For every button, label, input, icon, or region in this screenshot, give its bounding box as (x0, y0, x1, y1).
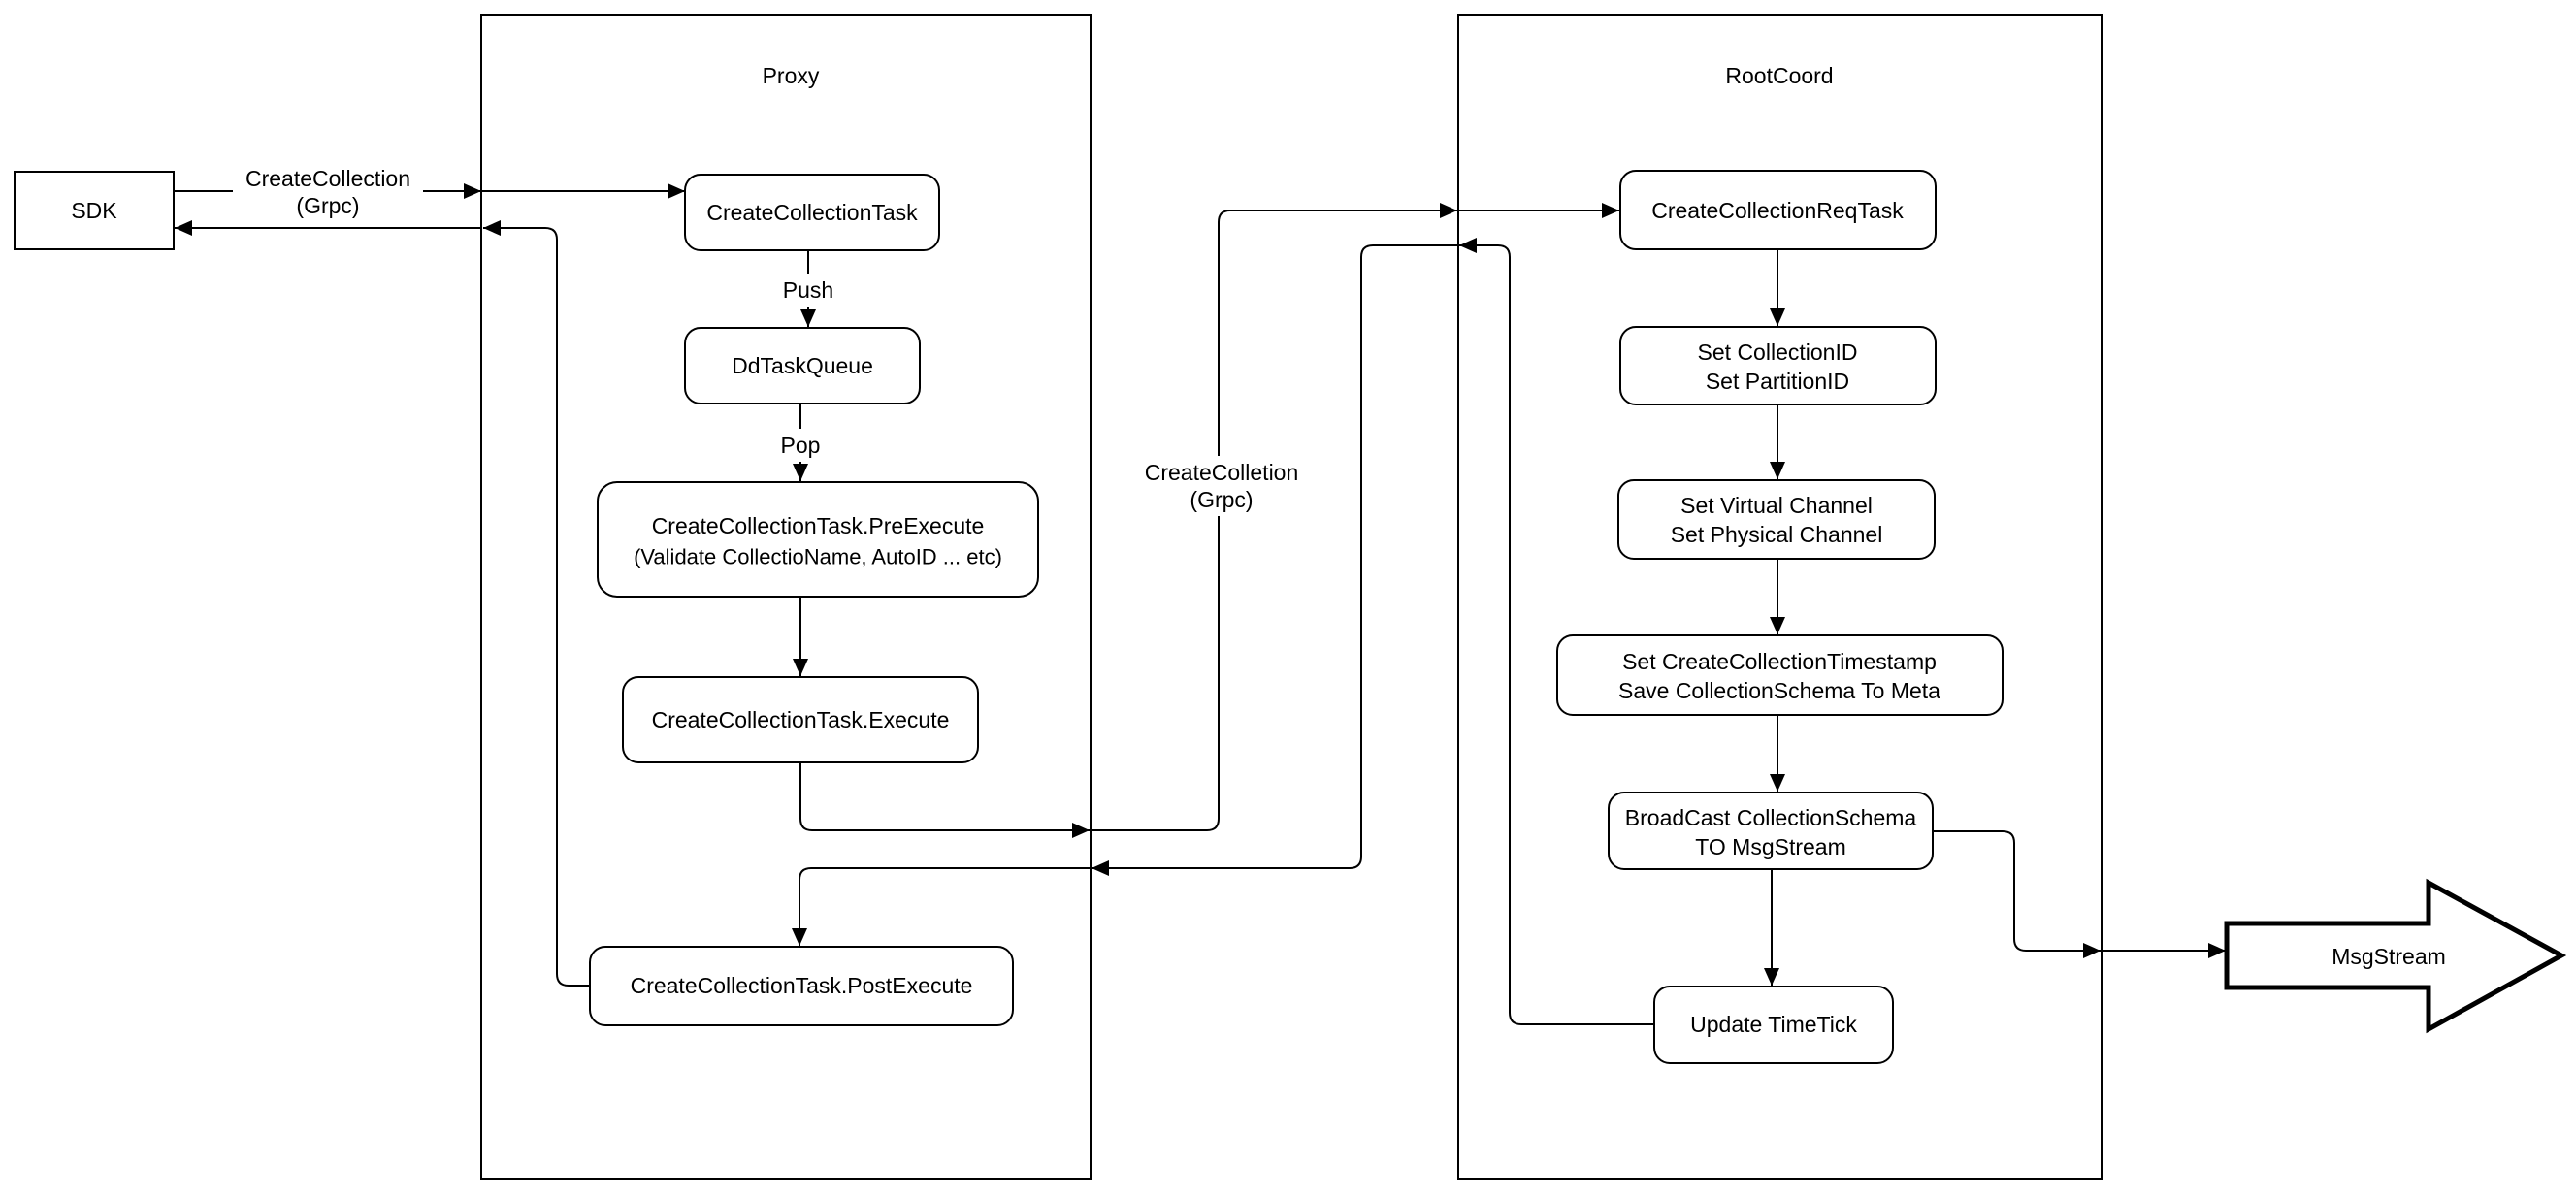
node-post-execute-label: CreateCollectionTask.PostExecute (631, 973, 973, 998)
node-sdk-label: SDK (71, 198, 117, 223)
node-update-timetick (1653, 986, 1894, 1064)
node-set-timestamp (1556, 634, 2004, 716)
node-sdk (14, 171, 175, 250)
edge-rootcoord-border-to-proxy-border (1092, 244, 1458, 876)
edge-proxy-border-to-post-execute (792, 867, 1091, 946)
node-set-channels-line2: Set Physical Channel (1671, 522, 1883, 547)
edge-update-timetick-to-rootcoord-border (1459, 238, 1654, 1025)
node-pre-execute (597, 481, 1039, 598)
msgstream-block-arrow (2224, 878, 2567, 1034)
node-set-timestamp-line2: Save CollectionSchema To Meta (1618, 678, 1940, 703)
node-pre-execute-line2: (Validate CollectioName, AutoID ... etc) (634, 545, 1002, 569)
node-set-channels (1617, 479, 1936, 560)
node-set-ids (1619, 326, 1937, 405)
msgstream-label: MsgStream (2331, 944, 2446, 969)
proxy-grpc-label-line1: CreateColletion (1145, 460, 1299, 485)
node-execute (622, 676, 979, 763)
node-set-timestamp-line1: Set CreateCollectionTimestamp (1622, 649, 1937, 674)
node-broadcast (1608, 792, 1934, 870)
node-set-ids-line1: Set CollectionID (1698, 340, 1858, 365)
node-dd-task-queue-label: DdTaskQueue (732, 353, 873, 378)
node-create-collection-req-task-label: CreateCollectionReqTask (1651, 198, 1904, 223)
node-create-collection-task (684, 174, 940, 251)
rootcoord-container-label: RootCoord (1725, 63, 1833, 88)
node-create-collection-req-task (1619, 170, 1937, 250)
edge-post-execute-to-proxy-border (483, 220, 590, 987)
node-pre-execute-line1: CreateCollectionTask.PreExecute (652, 513, 985, 538)
edge-proxy-border-to-rootcoord-border (1091, 203, 1457, 831)
node-broadcast-line1: BroadCast CollectionSchema (1625, 805, 1917, 830)
node-post-execute (589, 946, 1014, 1026)
node-update-timetick-label: Update TimeTick (1690, 1012, 1857, 1037)
node-set-ids-line2: Set PartitionID (1706, 369, 1849, 394)
node-broadcast-line2: TO MsgStream (1695, 834, 1846, 859)
pop-label-bg (773, 429, 828, 462)
sdk-grpc-label-bg (233, 162, 423, 222)
edge-broadcast-to-rootcoord-border (1933, 830, 2101, 958)
sdk-grpc-label-line1: CreateCollection (245, 166, 410, 191)
proxy-grpc-label-line2: (Grpc) (1190, 487, 1253, 512)
edge-execute-to-proxy-border (799, 762, 1090, 838)
pop-label: Pop (781, 433, 821, 458)
proxy-grpc-label-bg (1125, 456, 1318, 516)
push-label: Push (783, 277, 833, 303)
node-execute-label: CreateCollectionTask.Execute (652, 707, 950, 732)
sdk-grpc-label-line2: (Grpc) (296, 193, 359, 218)
node-dd-task-queue (684, 327, 921, 404)
push-label-bg (779, 274, 837, 307)
proxy-container-label: Proxy (763, 63, 820, 88)
node-set-channels-line1: Set Virtual Channel (1680, 493, 1873, 518)
node-create-collection-task-label: CreateCollectionTask (706, 200, 918, 225)
